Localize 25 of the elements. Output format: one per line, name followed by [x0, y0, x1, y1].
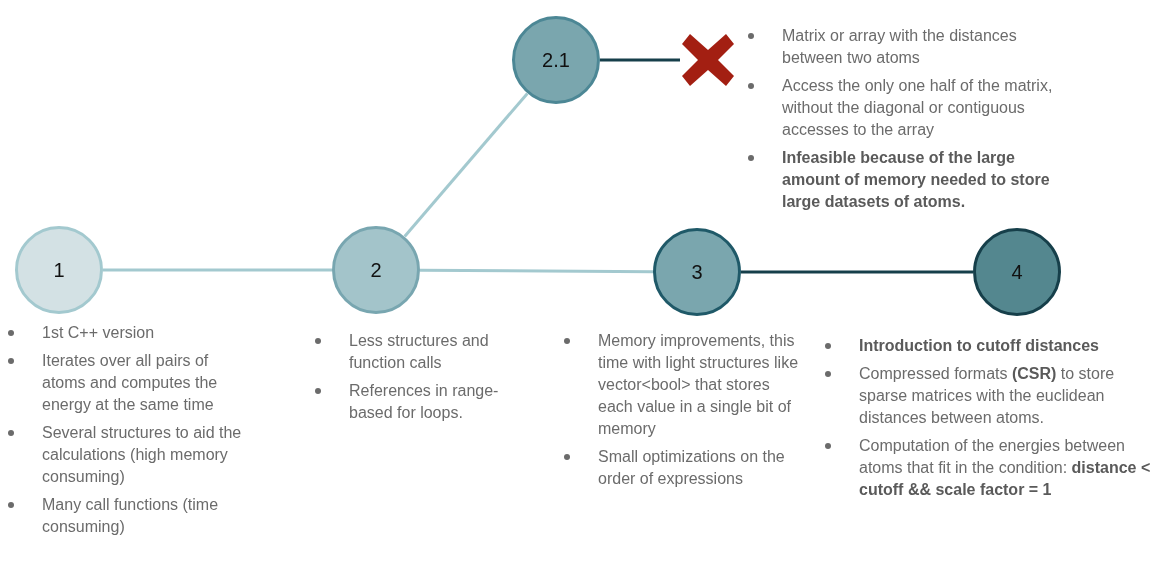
milestone-number: 3 [691, 260, 703, 284]
bullet-point: Matrix or array with the distances between two atoms [746, 25, 1076, 69]
milestone-number: 2 [370, 258, 382, 282]
bullet-point: Computation of the energies between atoms that fit in the condition: distance < cutoff && scale factor = 1 [823, 435, 1153, 501]
cross-icon [680, 32, 736, 88]
bullet-point: Small optimizations on the order of expressions [562, 446, 802, 490]
connector-line [741, 270, 973, 274]
bullet-point: Introduction to cutoff distances [823, 335, 1153, 357]
connector-line [403, 92, 529, 238]
bullet-point: Infeasible because of the large amount of memory needed to store large datasets of atoms. [746, 147, 1076, 213]
connector-line [600, 58, 680, 62]
bullet-point: Compressed formats (CSR) to store sparse matrices with the euclidean distances between atoms. [823, 363, 1153, 429]
milestone-number: 1 [53, 258, 65, 282]
bullet-point: 1st C++ version [6, 322, 246, 344]
connector-line [103, 268, 332, 272]
bullet-point: Many call functions (time consuming) [6, 494, 246, 538]
connector-line [420, 268, 653, 274]
milestone-number: 4 [1011, 260, 1023, 284]
bullet-point: Access the only one half of the matrix, without the diagonal or contiguous accesses to the array [746, 75, 1076, 141]
bullet-point: References in range-based for loops. [313, 380, 523, 424]
bullet-point: Memory improvements, this time with light structures like vector<bool> that stores each value in a single bit of memory [562, 330, 802, 440]
bullet-point: Iterates over all pairs of atoms and computes the energy at the same time [6, 350, 246, 416]
milestone-number: 2.1 [542, 48, 570, 72]
bullet-point: Several structures to aid the calculations (high memory consuming) [6, 422, 246, 488]
bullet-point: Less structures and function calls [313, 330, 523, 374]
